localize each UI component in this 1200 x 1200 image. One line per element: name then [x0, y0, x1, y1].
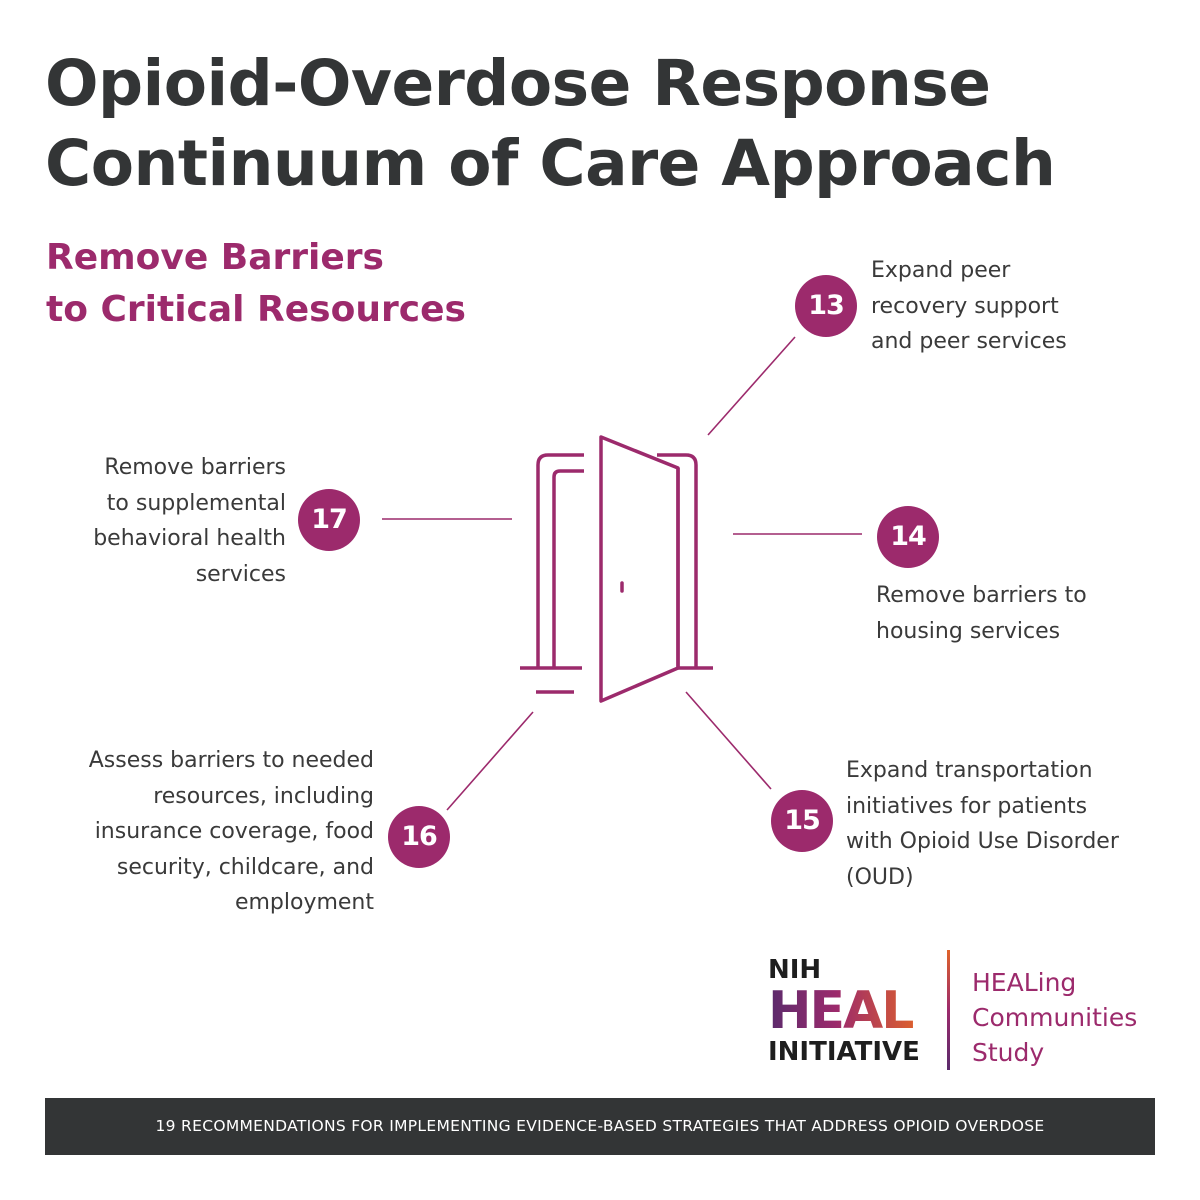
nih-heal-logo: NIH HEAL INITIATIVE: [768, 955, 920, 1067]
text-line: Assess barriers to needed: [88, 748, 374, 773]
badge-15: 15: [771, 790, 833, 852]
logo-initiative-text: INITIATIVE: [768, 1037, 920, 1067]
door-frame-right: [657, 453, 698, 668]
logo-study-line: Study: [972, 1038, 1045, 1067]
recommendation-16-text: Assess barriers to needed resources, inc…: [89, 743, 374, 921]
text-line: services: [195, 561, 286, 587]
door-panel: [599, 435, 680, 703]
text-line: security, childcare, and: [116, 854, 374, 880]
recommendation-15-text: Expand transportation initiatives for pa…: [846, 753, 1119, 895]
title-line-2: Continuum of Care Approach: [45, 127, 1056, 200]
title-line-1: Opioid-Overdose Response: [45, 47, 991, 120]
text-line: (OUD): [846, 864, 914, 890]
text-line: housing services: [876, 618, 1061, 644]
logo-study-line: HEALing: [972, 968, 1077, 997]
healing-communities-logo: HEALing Communities Study: [972, 965, 1137, 1070]
text-line: initiatives for patients: [846, 793, 1088, 819]
text-line: and peer services: [871, 329, 1067, 354]
text-line: insurance coverage, food: [94, 819, 374, 844]
text-line: Expand transportation: [846, 758, 1093, 783]
text-line: to supplemental: [106, 490, 286, 516]
connector-16: [446, 711, 534, 811]
badge-17: 17: [298, 489, 360, 551]
logo-heal-text: HEAL: [768, 985, 920, 1037]
door-frame-inner-left: [552, 469, 584, 668]
connector-15: [685, 691, 772, 790]
page-title: Opioid-Overdose Response Continuum of Ca…: [45, 44, 1056, 204]
logo-study-line: Communities: [972, 1003, 1138, 1032]
text-line: with Opioid Use Disorder: [846, 829, 1119, 854]
footer-banner: 19 RECOMMENDATIONS FOR IMPLEMENTING EVID…: [45, 1098, 1155, 1155]
badge-14: 14: [877, 506, 939, 568]
text-line: Expand peer: [871, 258, 1011, 283]
section-subtitle: Remove Barriers to Critical Resources: [46, 232, 466, 336]
connector-13: [707, 336, 796, 436]
text-line: employment: [234, 890, 374, 915]
recommendation-17-text: Remove barriers to supplemental behavior…: [93, 450, 286, 592]
subtitle-line-1: Remove Barriers: [46, 237, 384, 278]
badge-13: 13: [795, 275, 857, 337]
logo-nih-text: NIH: [768, 955, 822, 985]
door-frame-outer-left: [536, 453, 584, 668]
text-line: Remove barriers to: [876, 583, 1087, 608]
subtitle-line-2: to Critical Resources: [46, 289, 466, 330]
badge-16: 16: [388, 806, 450, 868]
text-line: resources, including: [153, 783, 374, 809]
recommendation-14-text: Remove barriers to housing services: [876, 578, 1087, 649]
text-line: recovery support: [871, 293, 1059, 319]
logo-divider: [947, 950, 950, 1070]
recommendation-13-text: Expand peer recovery support and peer se…: [871, 253, 1067, 360]
text-line: Remove barriers: [104, 455, 286, 480]
text-line: behavioral health: [93, 526, 286, 551]
